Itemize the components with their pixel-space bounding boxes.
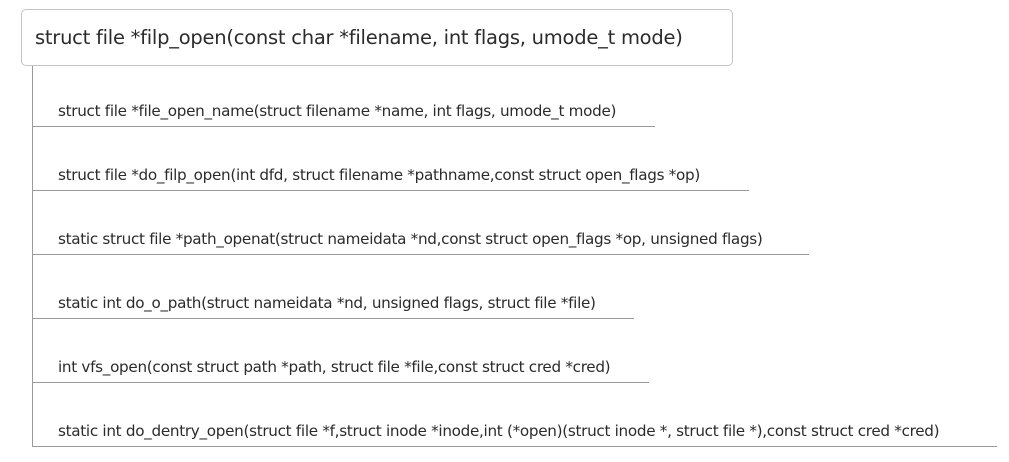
tree-trunk-connector [32, 66, 33, 447]
child-node-do-filp-open[interactable]: struct file *do_filp_open(int dfd, struc… [33, 165, 749, 191]
child-node-vfs-open[interactable]: int vfs_open(const struct path *path, st… [33, 357, 649, 383]
child-node-file-open-name[interactable]: struct file *file_open_name(struct filen… [33, 101, 655, 127]
child-node-label: struct file *do_filp_open(int dfd, struc… [58, 166, 700, 184]
child-node-do-dentry-open[interactable]: static int do_dentry_open(struct file *f… [33, 421, 997, 447]
root-node-filp-open[interactable]: struct file *filp_open(const char *filen… [21, 9, 733, 66]
child-node-label: static int do_dentry_open(struct file *f… [58, 422, 940, 440]
child-node-label: int vfs_open(const struct path *path, st… [58, 358, 611, 376]
child-node-do-o-path[interactable]: static int do_o_path(struct nameidata *n… [33, 293, 634, 319]
child-node-label: static int do_o_path(struct nameidata *n… [58, 294, 596, 312]
child-node-path-openat[interactable]: static struct file *path_openat(struct n… [33, 229, 809, 255]
child-node-label: struct file *file_open_name(struct filen… [58, 102, 617, 120]
root-node-label: struct file *filp_open(const char *filen… [35, 26, 683, 49]
child-node-label: static struct file *path_openat(struct n… [58, 230, 763, 248]
